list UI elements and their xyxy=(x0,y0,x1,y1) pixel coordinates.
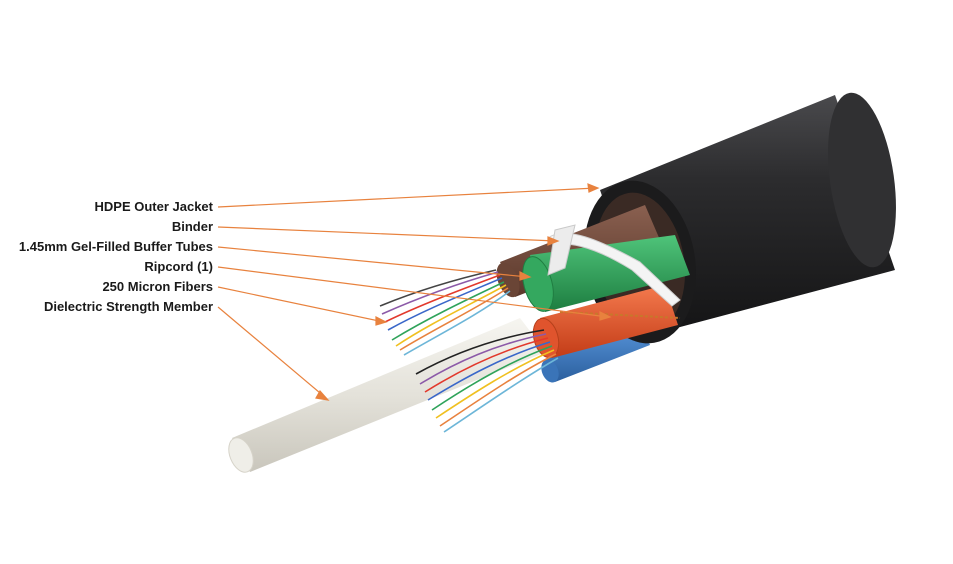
arrowhead-binder xyxy=(547,236,560,246)
leader-fibers xyxy=(217,286,385,323)
label-binder: Binder xyxy=(171,219,213,234)
arrowhead-outer-jacket xyxy=(587,183,600,193)
label-buffer-tubes: 1.45mm Gel-Filled Buffer Tubes xyxy=(18,239,213,254)
buffer-tube-green xyxy=(522,235,690,312)
arrowhead-buffer-tubes xyxy=(519,271,532,281)
label-outer-jacket: HDPE Outer Jacket xyxy=(94,199,214,214)
leader-outer-jacket xyxy=(217,187,597,208)
label-ripcord: Ripcord (1) xyxy=(144,259,213,274)
arrowhead-strength-member xyxy=(315,389,330,401)
arrowhead-fibers xyxy=(375,316,388,326)
leader-ripcord xyxy=(217,266,609,318)
binder-tape xyxy=(547,224,681,307)
label-strength-member: Dielectric Strength Member xyxy=(43,299,213,314)
fiber-bundle-lower xyxy=(415,329,559,433)
label-fibers: 250 Micron Fibers xyxy=(102,279,213,294)
leader-strength-member xyxy=(217,306,327,399)
strength-member-rod xyxy=(228,318,546,473)
fiber-bundle-upper xyxy=(379,269,511,356)
leader-lines xyxy=(217,183,612,401)
leader-buffer-tubes xyxy=(217,246,529,278)
leader-binder xyxy=(217,226,557,242)
arrowhead-ripcord xyxy=(599,311,612,321)
